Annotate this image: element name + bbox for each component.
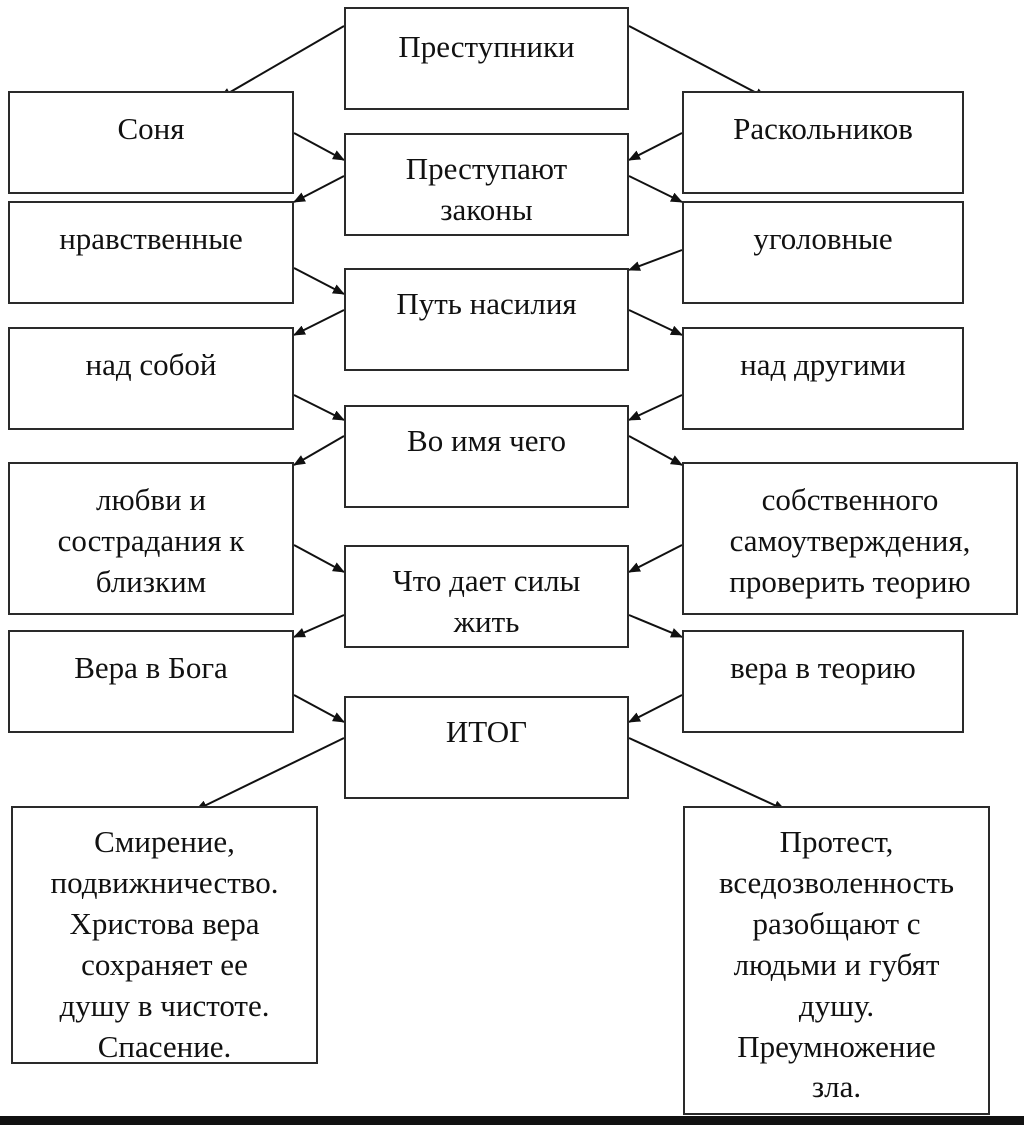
- bottom-border: [0, 1116, 1024, 1125]
- connector-arrow: [628, 132, 683, 161]
- center-box-criminals: Преступники: [344, 7, 629, 110]
- connector-arrow: [628, 25, 767, 99]
- connector-arrow: [293, 132, 345, 161]
- connector-arrow: [293, 175, 345, 203]
- right-box-self-assertion: собственного самоутверждения, проверить …: [682, 462, 1018, 615]
- connector-arrow: [628, 309, 683, 336]
- connector-arrow: [628, 614, 683, 638]
- connector-arrow: [219, 25, 345, 99]
- connector-arrow: [628, 249, 683, 271]
- center-box-break-laws: Преступают законы: [344, 133, 629, 236]
- left-box-faith-in-god: Вера в Бога: [8, 630, 294, 733]
- left-box-love-compassion: любви и сострадания к близким: [8, 462, 294, 615]
- connector-arrow: [293, 435, 345, 466]
- connector-arrow: [293, 614, 345, 638]
- right-box-faith-in-theory: вера в теорию: [682, 630, 964, 733]
- right-box-criminal: уголовные: [682, 201, 964, 304]
- connector-arrow: [293, 544, 345, 573]
- center-box-strength-to-live: Что дает силы жить: [344, 545, 629, 648]
- left-box-sonya: Соня: [8, 91, 294, 194]
- connector-arrow: [195, 737, 345, 811]
- connector-arrow: [628, 435, 683, 466]
- center-box-result: ИТОГ: [344, 696, 629, 799]
- right-box-over-others: над другими: [682, 327, 964, 430]
- connector-arrow: [293, 309, 345, 336]
- connector-arrow: [628, 394, 683, 421]
- connector-arrow: [628, 737, 786, 811]
- left-box-outcome: Смирение, подвижничество. Христова вера …: [11, 806, 318, 1064]
- connector-arrow: [628, 694, 683, 723]
- left-box-moral: нравственные: [8, 201, 294, 304]
- center-box-in-name-of-what: Во имя чего: [344, 405, 629, 508]
- left-box-over-self: над собой: [8, 327, 294, 430]
- connector-arrow: [293, 267, 345, 295]
- connector-arrow: [293, 394, 345, 421]
- center-box-path-of-violence: Путь насилия: [344, 268, 629, 371]
- connector-arrow: [628, 175, 683, 203]
- right-box-raskolnikov: Раскольников: [682, 91, 964, 194]
- connector-arrow: [628, 544, 683, 573]
- right-box-outcome: Протест, вседозволенность разобщают с лю…: [683, 806, 990, 1115]
- connector-arrow: [293, 694, 345, 723]
